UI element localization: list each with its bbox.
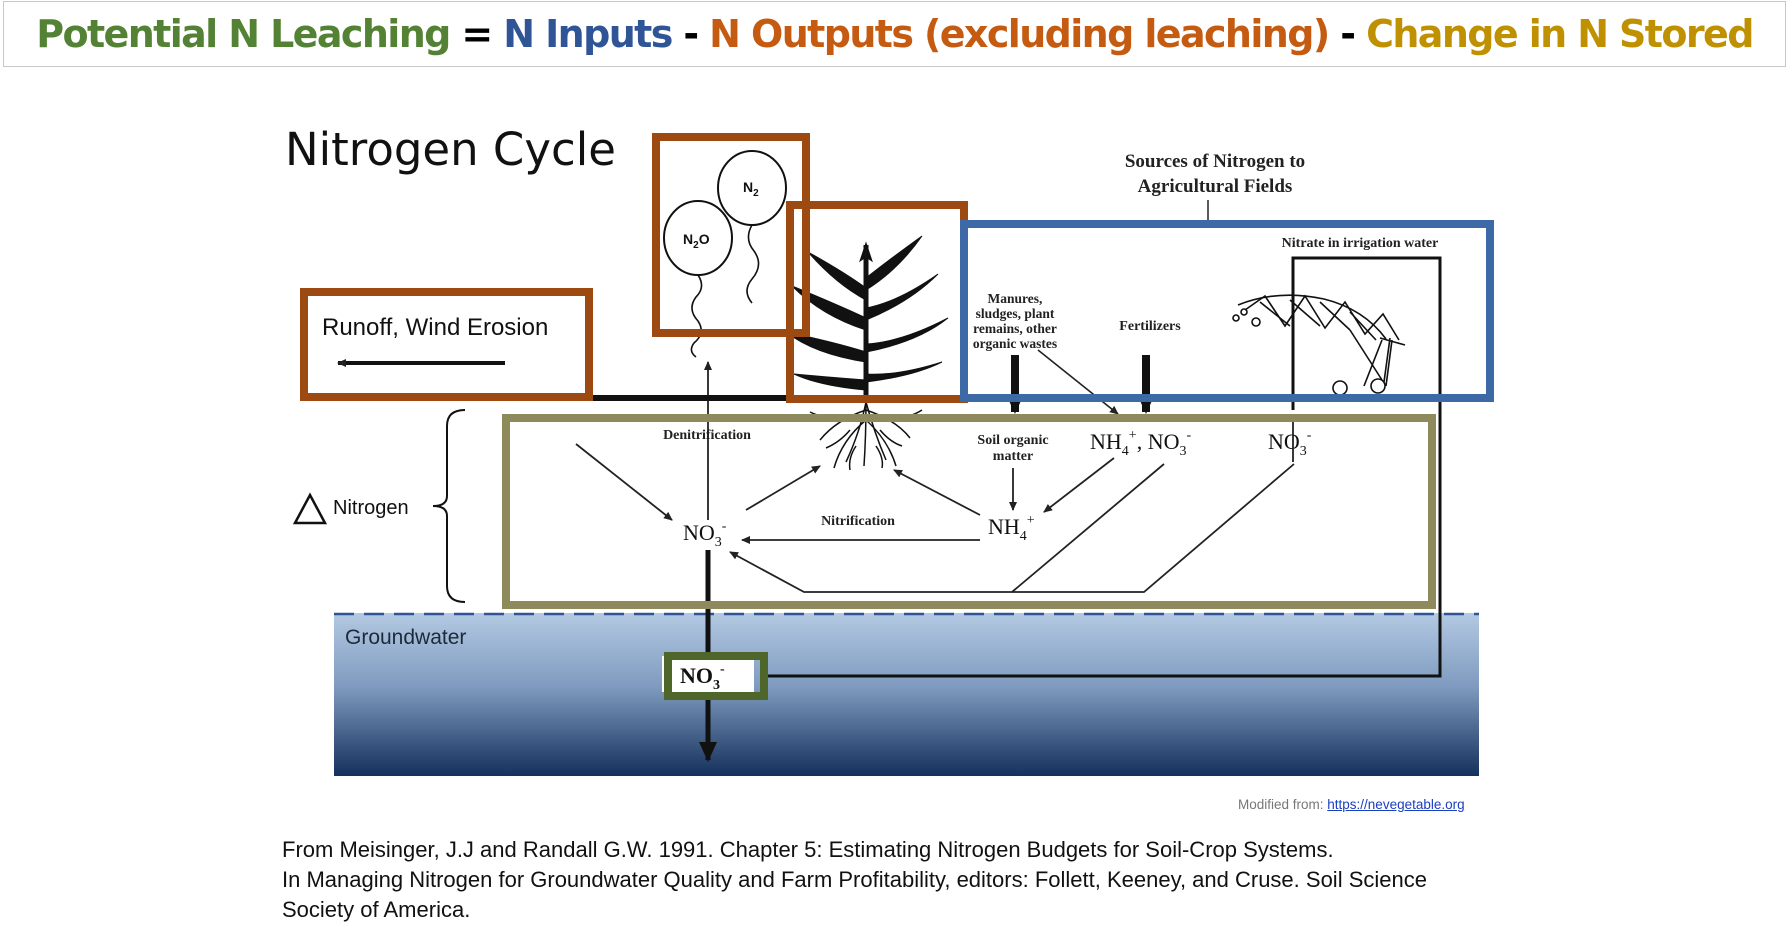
groundwater-no3-label: NO3- (680, 662, 725, 693)
eq-minus-2: - (1328, 12, 1367, 56)
sources-title-line2: Agricultural Fields (1138, 176, 1293, 197)
eq-inputs: N Inputs (503, 12, 673, 56)
nh4-no3-sub3: 3 (1179, 444, 1186, 459)
irrigation-pipe (760, 256, 1442, 678)
modified-prefix: Modified from: (1238, 797, 1328, 812)
manures-line3: remains, other (973, 321, 1057, 336)
n-inputs-box (960, 220, 1494, 402)
n-leaching-box (664, 652, 768, 700)
eq-outputs: N Outputs (excluding leaching) (709, 12, 1330, 56)
eq-stored: Change in N Stored (1366, 12, 1754, 56)
source-link[interactable]: https://nevegetable.org (1327, 797, 1465, 812)
no3-central-label: NO3- (683, 519, 727, 550)
svg-text:N2: N2 (743, 179, 759, 199)
n2-sub: 2 (753, 188, 759, 199)
delta-icon (292, 492, 328, 525)
n2o-balloon: N2O (663, 200, 733, 358)
eq-minus-1: - (671, 12, 710, 56)
delta-brace (432, 409, 466, 603)
no3-irrigation-label: NO3- (1268, 428, 1312, 459)
corn-plant (785, 235, 949, 402)
nh4-soil-nh: NH (988, 514, 1020, 539)
runoff-output-box (300, 288, 593, 401)
diagram-title: Nitrogen Cycle (285, 123, 616, 176)
modified-from-note: Modified from: https://nevegetable.org (1238, 797, 1465, 812)
groundwater-label: Groundwater (345, 626, 466, 649)
fertilizers-label: Fertilizers (1119, 319, 1181, 334)
no3-central-no: NO (683, 520, 715, 545)
citation-line2: In Managing Nitrogen for Groundwater Qua… (282, 867, 1427, 892)
no3-central-sup: - (722, 519, 727, 534)
citation: From Meisinger, J.J and Randall G.W. 199… (282, 835, 1427, 925)
nh4-no3-minus: - (1186, 428, 1191, 443)
plant-roots (809, 401, 923, 471)
nh4-no3-sub4: 4 (1122, 444, 1129, 459)
eq-leaching: Potential N Leaching (36, 12, 451, 56)
runoff-label: Runoff, Wind Erosion (322, 314, 548, 341)
manures-line2: sludges, plant (976, 306, 1055, 321)
nh4-no3-sep: , NO (1137, 429, 1180, 454)
irrigation-rig (1232, 294, 1406, 396)
n2o-sub: 2 (693, 240, 699, 251)
gw-no3-sub: 3 (713, 678, 720, 693)
nh4-soil-sup: + (1027, 513, 1035, 528)
n2o-o: O (699, 231, 710, 247)
nh4-no3-label: NH4+, NO3- (1090, 428, 1191, 459)
no3-irr-sup: - (1307, 428, 1312, 443)
eq-equals: = (449, 12, 504, 56)
sources-title-line1: Sources of Nitrogen to (1125, 151, 1305, 172)
nh4-soil-sub: 4 (1020, 529, 1027, 544)
no3-irr-no: NO (1268, 429, 1300, 454)
soil-organic-line2: matter (993, 449, 1033, 464)
irrigation-label: Nitrate in irrigation water (1282, 236, 1439, 251)
no3-central-sub: 3 (715, 535, 722, 550)
citation-line3: Society of America. (282, 897, 471, 922)
no3-irr-sub: 3 (1300, 444, 1307, 459)
gw-no3-sup: - (720, 662, 725, 677)
equation-banner: Potential N Leaching = N Inputs - N Outp… (3, 1, 1786, 67)
citation-line1: From Meisinger, J.J and Randall G.W. 199… (282, 837, 1334, 862)
nitrification-label: Nitrification (821, 514, 895, 529)
nh4-no3-sup: + (1129, 428, 1137, 443)
groundwater-region (334, 613, 1479, 776)
denitrification-output-box (652, 133, 810, 337)
manure-to-nh4-arrow (1037, 349, 1119, 415)
groundwater-no3-bg (662, 656, 754, 692)
manures-line1: Manures, (988, 291, 1043, 306)
cycle-arrows (575, 361, 1295, 593)
nh4-soil-label: NH4+ (988, 513, 1035, 544)
manures-label: Manures, sludges, plant remains, other o… (973, 291, 1057, 351)
soil-organic-line1: Soil organic (977, 433, 1048, 448)
gw-no3-no: NO (680, 663, 713, 688)
nh4-no3-nh: NH (1090, 429, 1122, 454)
n2-balloon: N2 (717, 150, 787, 304)
delta-nitrogen-label: Nitrogen (333, 497, 409, 519)
manures-line4: organic wastes (973, 336, 1057, 351)
n2o-n: N (683, 231, 693, 247)
n2-n: N (743, 179, 753, 195)
svg-text:N2O: N2O (683, 231, 710, 251)
n-stored-box (502, 414, 1436, 609)
